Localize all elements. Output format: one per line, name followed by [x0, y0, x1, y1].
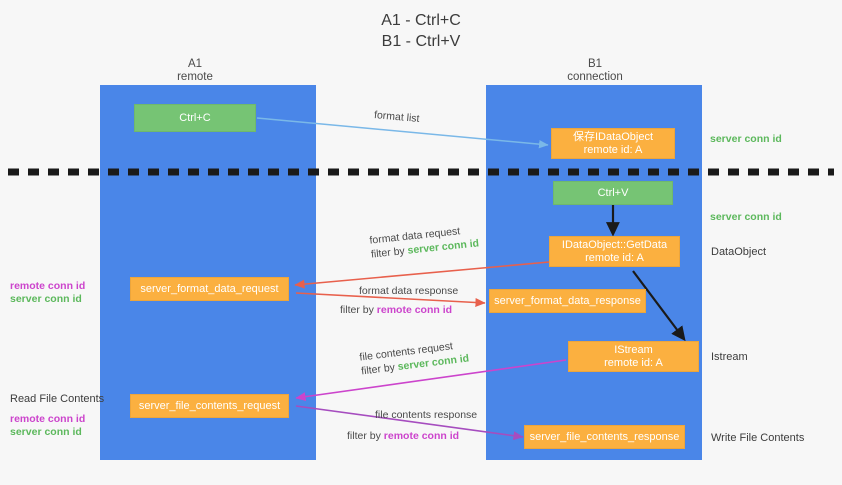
page-title: A1 - Ctrl+C B1 - Ctrl+V [0, 10, 842, 52]
filter-prefix: filter by [340, 304, 377, 316]
right-label-server-conn-id-2: server conn id [710, 211, 782, 223]
node-server-format-data-response[interactable]: server_format_data_response [489, 289, 646, 313]
left-label-remote-conn-id-2: remote conn id [10, 413, 86, 425]
right-label-dataobject: DataObject [711, 246, 767, 258]
left-label-server-conn-id-2: server conn id [10, 426, 82, 438]
edge-label-file-contents-response: file contents response filter by remote … [347, 408, 478, 443]
node-server-file-contents-request[interactable]: server_file_contents_request [130, 394, 289, 418]
edge-label-file-contents-request: file contents request filter by server c… [359, 337, 470, 378]
filter-prefix: filter by [370, 244, 409, 261]
lane-a1-title: A1 [187, 58, 203, 70]
filter-key-remote-conn-id: remote conn id [376, 304, 453, 316]
lane-header-b1: B1 connection [520, 58, 670, 84]
edge-label-format-list-text: format list [373, 109, 420, 125]
node-istream-sub: remote id: A [604, 356, 663, 369]
node-server-file-contents-request-label: server_file_contents_request [138, 399, 281, 412]
node-istream[interactable]: IStream remote id: A [568, 341, 699, 372]
edge-label-format-data-response-filter: filter by remote conn id [340, 303, 458, 317]
node-save-idataobject[interactable]: 保存IDataObject remote id: A [551, 128, 675, 159]
left-label-read-file-contents: Read File Contents [10, 393, 105, 405]
edge-label-format-data-response: format data response filter by remote co… [340, 284, 459, 317]
right-label-istream: Istream [711, 351, 748, 363]
node-ctrl-v[interactable]: Ctrl+V [553, 181, 673, 205]
node-ctrl-v-label: Ctrl+V [597, 186, 629, 199]
node-ctrl-c[interactable]: Ctrl+C [134, 104, 256, 132]
node-idataobject-getdata[interactable]: IDataObject::GetData remote id: A [549, 236, 680, 267]
lane-header-a1: A1 remote [120, 58, 270, 84]
node-server-format-data-request-label: server_format_data_request [140, 282, 279, 295]
node-server-file-contents-response[interactable]: server_file_contents_response [524, 425, 685, 449]
left-label-remote-conn-id-1: remote conn id [10, 280, 86, 292]
edge-label-file-contents-response-filter: filter by remote conn id [347, 429, 477, 443]
lane-b1-subtitle: connection [567, 71, 623, 83]
filter-prefix: filter by [347, 430, 384, 442]
node-server-file-contents-response-label: server_file_contents_response [529, 430, 680, 443]
right-label-write-file-contents: Write File Contents [711, 432, 805, 444]
node-idataobject-getdata-label: IDataObject::GetData [561, 238, 668, 251]
edge-label-format-data-request: format data request filter by server con… [369, 222, 480, 261]
edge-label-format-list: format list [373, 108, 420, 126]
lane-a1-subtitle: remote [177, 71, 213, 83]
right-label-server-conn-id-1: server conn id [710, 133, 782, 145]
node-istream-label: IStream [614, 343, 653, 356]
filter-prefix: filter by [360, 361, 399, 378]
node-save-idataobject-label: 保存IDataObject [572, 130, 654, 143]
left-label-server-conn-id-1: server conn id [10, 293, 82, 305]
title-line-2: B1 - Ctrl+V [381, 33, 461, 50]
node-server-format-data-request[interactable]: server_format_data_request [130, 277, 289, 301]
node-idataobject-getdata-sub: remote id: A [585, 251, 644, 264]
node-save-idataobject-sub: remote id: A [583, 143, 643, 156]
filter-key-remote-conn-id: remote conn id [383, 430, 460, 442]
edge-label-format-data-response-top: format data response [359, 285, 459, 297]
lane-b1-title: B1 [587, 58, 603, 70]
edge-label-file-contents-response-top: file contents response [375, 409, 478, 421]
node-ctrl-c-label: Ctrl+C [179, 111, 211, 124]
node-server-format-data-response-label: server_format_data_response [494, 294, 641, 307]
title-line-1: A1 - Ctrl+C [381, 12, 461, 29]
